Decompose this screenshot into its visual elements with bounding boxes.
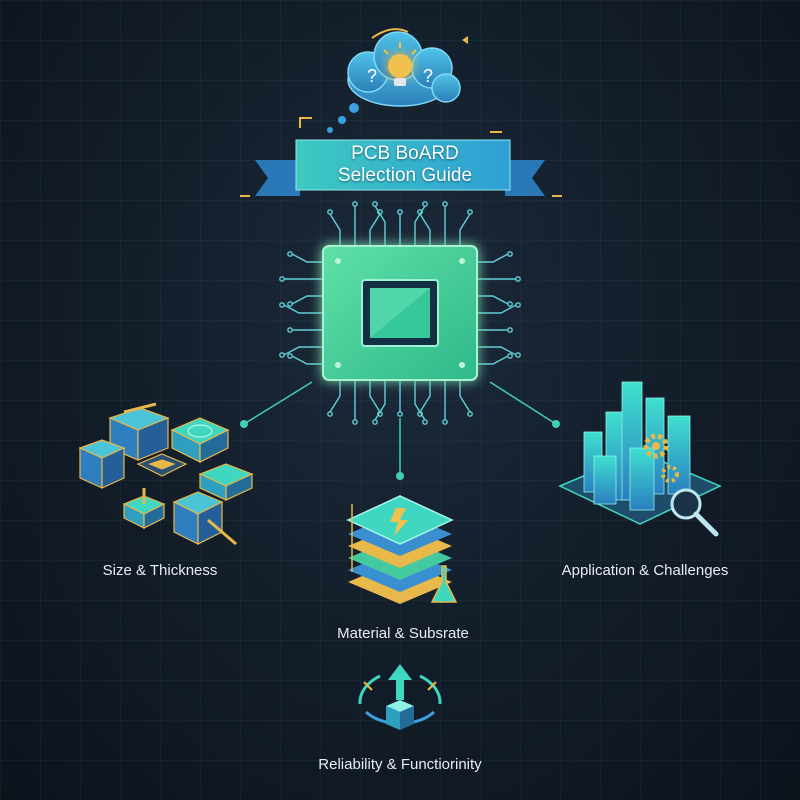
label-size-thickness: Size & Thickness [102,562,218,579]
label-application-challenges: Application & Challenges [561,562,729,579]
city-gear-icon [558,381,722,537]
connector-dot-left [240,420,248,428]
banner-title: PCB BoARD Selection Guide [300,143,510,187]
question-mark-right: ? [423,66,433,86]
arrow-cube-icon [358,664,442,730]
layer-stack-icon [346,495,458,604]
magnifier-icon [670,488,719,537]
banner-title-line2: Selection Guide [337,165,473,186]
label-reliability-functionality: Reliability & Functiorinity [318,756,482,773]
thought-cloud [327,28,468,133]
title-banner [240,117,562,197]
banner-title-line1: PCB BoARD [351,143,459,164]
microchip-icon [279,201,521,425]
isometric-blocks-icon [78,402,254,546]
connector-dot-bottom [396,472,404,480]
label-material-substrate: Material & Subsrate [337,625,469,642]
gear-icon [643,433,679,483]
connector-dot-right [552,420,560,428]
question-mark-left: ? [367,66,377,86]
lightbulb-icon [383,42,417,86]
connector-lines [243,381,557,476]
